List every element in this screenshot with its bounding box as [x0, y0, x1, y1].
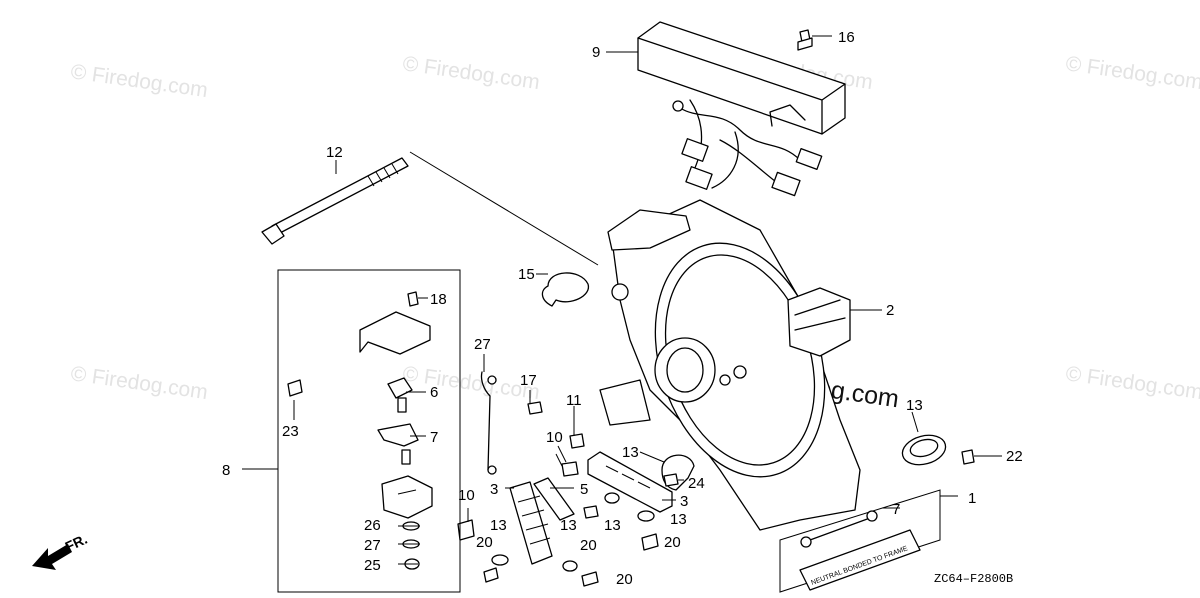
part-3-terminal-block	[509, 481, 553, 565]
part-27-wire	[480, 371, 497, 475]
callout-10: 10	[458, 487, 475, 504]
callout-7: 6	[430, 384, 438, 401]
watermark: © Firedog.com	[401, 52, 541, 94]
callout-23: 24	[688, 475, 705, 492]
callout-24: 25	[364, 557, 381, 574]
callout-9: 9	[592, 44, 600, 61]
callout-20: 20	[476, 534, 493, 551]
callout-19: 18	[430, 291, 447, 308]
callout-leaders	[293, 35, 1002, 565]
callout-25: 26	[364, 517, 381, 534]
front-direction-arrow: FR.	[32, 531, 90, 570]
callout-20: 20	[664, 534, 681, 551]
part-3-terminal-strip	[587, 451, 673, 513]
callout-26: 27	[364, 537, 381, 554]
callout-11: 11	[566, 392, 582, 409]
part-10-bolt-lower	[457, 519, 475, 541]
watermark: © Firedog.com	[69, 60, 209, 102]
callout-3: 3	[680, 493, 688, 510]
callout-1: 1	[968, 490, 976, 507]
callout-18: 17	[520, 372, 537, 389]
callout-13: 13	[604, 517, 621, 534]
callout-12: 12	[326, 144, 343, 161]
callout-13: 13	[490, 517, 507, 534]
part-2-rear-housing	[599, 199, 861, 531]
part-17-bolt	[797, 29, 813, 51]
callout-17: 16	[838, 29, 855, 46]
part-12-long-bolt	[261, 157, 409, 245]
part-14-band	[901, 434, 947, 466]
part-11-bolt	[569, 433, 585, 449]
part-13-washers	[491, 492, 655, 572]
callout-21: 22	[1006, 448, 1023, 465]
callout-4: 5	[580, 481, 588, 498]
callout-27: 27	[474, 336, 491, 353]
part-23-bolt	[663, 473, 679, 487]
part-16-clamp	[541, 272, 589, 307]
callout-20: 20	[580, 537, 597, 554]
part-9-inverter-unit	[637, 21, 846, 197]
callout-5: 7	[892, 501, 900, 518]
callout-14: 13	[906, 397, 923, 414]
callout-13: 13	[560, 517, 577, 534]
callout-20: 20	[616, 571, 633, 588]
watermark: © Firedog.com	[69, 362, 209, 404]
callout-13: 13	[670, 511, 687, 528]
direction-label: FR.	[63, 531, 90, 555]
callout-2: 2	[886, 302, 894, 319]
callout-15: 13	[622, 444, 639, 461]
callout-22: 23	[282, 423, 299, 440]
watermark: © Firedog.com	[1064, 52, 1200, 94]
part-6-assembly-frame	[242, 269, 461, 593]
callout-6: 8	[222, 462, 230, 479]
callout-8: 7	[430, 429, 438, 446]
callout-3: 3	[490, 481, 498, 498]
part-10-bolt	[561, 461, 579, 477]
drawing-code: ZC64–F2800B	[934, 572, 1013, 586]
callout-numbers: 9 16 12 15 2 18 27 17 6 11 13 23 7 10 13…	[222, 29, 1023, 588]
part-21-bolt	[961, 449, 975, 465]
callout-16: 15	[518, 266, 535, 283]
callout-10: 10	[546, 429, 563, 446]
part-6-subparts	[287, 291, 433, 570]
watermark: © Firedog.com	[1064, 362, 1200, 404]
part-18-bolt	[527, 401, 543, 415]
part-4-bar	[533, 477, 575, 521]
leader-line	[409, 151, 599, 266]
part-20-bolts	[483, 505, 659, 587]
part-5-ground-cable	[800, 510, 878, 548]
